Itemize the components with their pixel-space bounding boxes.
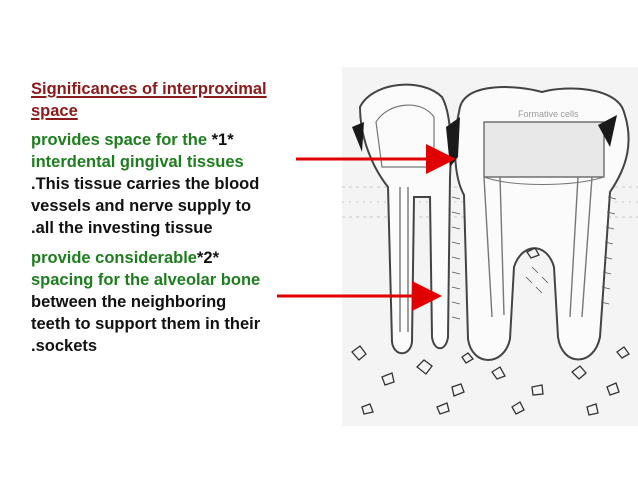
slide-heading: Significances of interproximal space — [31, 78, 339, 122]
point-1-line-4: vessels and nerve supply to — [31, 197, 252, 215]
heading-line-1: Significances of interproximal — [31, 80, 267, 98]
point-2-line-4: teeth to support them in their — [31, 315, 261, 333]
point-1-line-1: provides space for the *1* — [31, 129, 339, 151]
diagram-label: Formative cells — [518, 109, 579, 119]
point-1-marker: *1* — [211, 131, 234, 149]
point-1-line-2: interdental gingival tissues — [31, 153, 244, 171]
point-2-line-3: between the neighboring — [31, 293, 227, 311]
heading-line-2: space — [31, 102, 78, 120]
point-1-line-3: .This tissue carries the blood — [31, 175, 260, 193]
tooth-cross-section-diagram: Formative cells — [342, 67, 638, 426]
alveolar-bone — [351, 247, 630, 416]
point-2-line-2: spacing for the alveolar bone — [31, 271, 261, 289]
point-1: provides space for the *1* interdental g… — [31, 129, 339, 239]
text-block: Significances of interproximal space pro… — [31, 78, 339, 365]
molar-tooth — [454, 86, 630, 361]
point-2-line-5: .sockets — [31, 337, 98, 355]
point-2-marker: *2* — [196, 249, 219, 267]
point-2-green-text: provide considerable — [31, 249, 197, 267]
point-2: provide considerable*2* spacing for the … — [31, 247, 339, 357]
point-1-line-5: .all the investing tissue — [31, 219, 213, 237]
point-2-line-1: provide considerable*2* — [31, 247, 339, 269]
point-1-green-text: provides space for the — [31, 131, 212, 149]
tooth-diagram: Formative cells — [342, 67, 638, 426]
